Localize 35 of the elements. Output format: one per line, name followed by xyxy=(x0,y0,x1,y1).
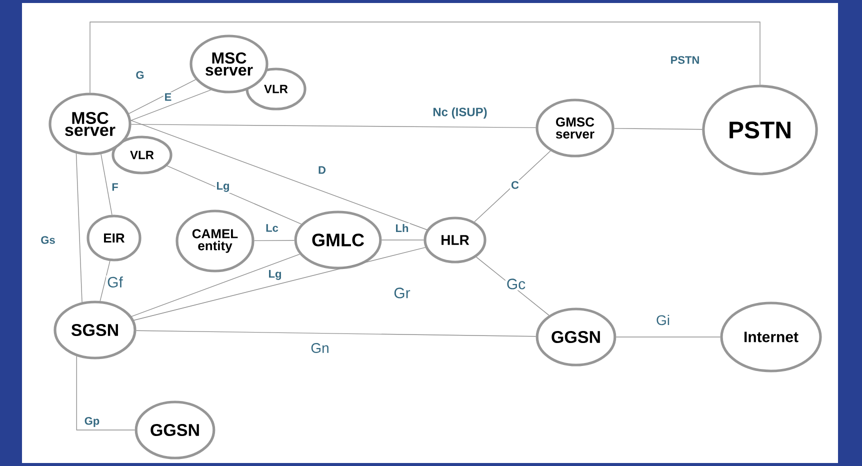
edge-label: D xyxy=(317,165,327,175)
connector-line xyxy=(166,166,302,224)
edge-label: Nc (ISUP) xyxy=(432,106,488,120)
connector-line xyxy=(130,120,428,230)
edge-label: G xyxy=(134,70,146,80)
edge-label: Gi xyxy=(655,314,671,326)
connector-line xyxy=(476,256,550,316)
connector-line xyxy=(136,330,536,337)
edge-label: Lg xyxy=(267,269,283,281)
edge-label: Gc xyxy=(505,278,527,290)
connector-line xyxy=(90,22,760,94)
edge-label: Gf xyxy=(106,276,124,288)
edge-label: F xyxy=(110,182,120,192)
edge-label: Gs xyxy=(40,235,56,245)
edge-label: Lc xyxy=(264,223,280,233)
edge-label: Gr xyxy=(392,286,412,300)
edge-label: Lh xyxy=(394,223,410,233)
connector-line xyxy=(76,356,136,430)
connector-line xyxy=(76,153,82,303)
edge-label: C xyxy=(510,180,520,190)
connector-line xyxy=(131,254,300,317)
connector-line xyxy=(614,128,702,130)
edge-label: Gn xyxy=(310,342,330,354)
edge-label: Gp xyxy=(83,416,101,428)
edge-label: Lg xyxy=(215,181,231,193)
connector-line xyxy=(100,154,112,216)
connector-line xyxy=(130,124,536,128)
connector-line xyxy=(616,336,721,338)
connector-line xyxy=(128,79,196,114)
connector-line xyxy=(134,247,426,321)
edge-label: PSTN xyxy=(669,55,701,65)
connector-line xyxy=(130,90,212,121)
connector-line xyxy=(474,150,551,222)
connector-line xyxy=(100,260,110,302)
connector-line xyxy=(254,240,295,242)
